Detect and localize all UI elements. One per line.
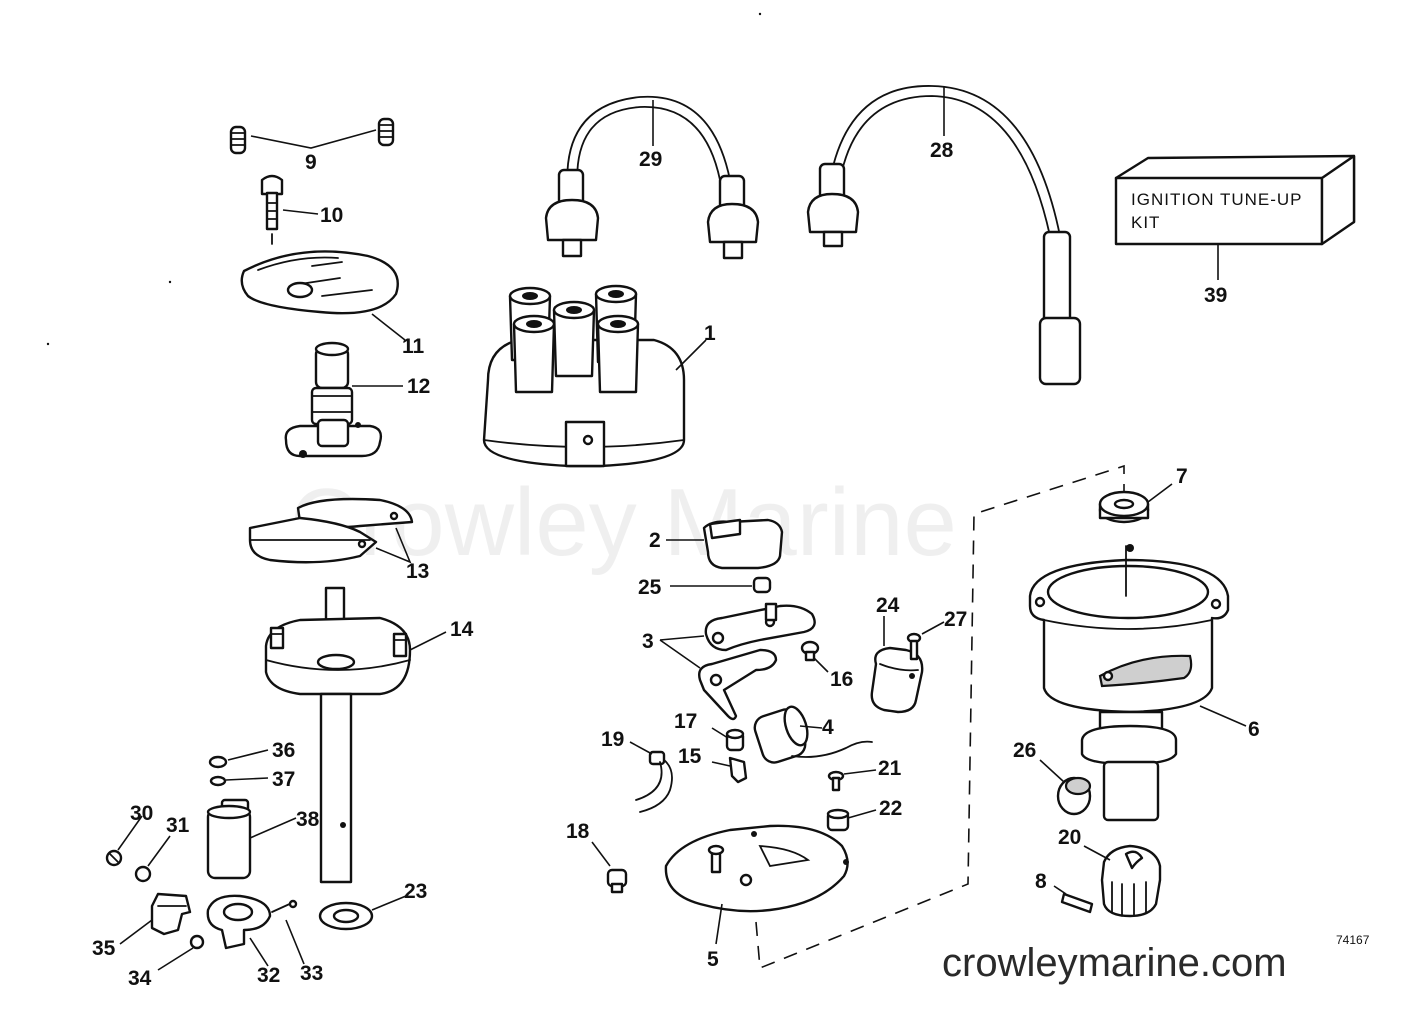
part-3-contact-points xyxy=(659,602,816,721)
callout-10: 10 xyxy=(320,204,343,227)
parts-30-31-screw-washer xyxy=(105,815,171,883)
part-35-bracket xyxy=(119,892,192,945)
callout-7: 7 xyxy=(1176,465,1188,488)
part-19-lead-wire xyxy=(629,741,673,813)
callout-1: 1 xyxy=(704,322,716,345)
callout-11: 11 xyxy=(402,335,425,358)
part-27-screw xyxy=(906,621,945,661)
kit-label-line1: IGNITION TUNE-UP xyxy=(1131,190,1303,209)
callout-38: 38 xyxy=(296,808,320,831)
callout-35: 35 xyxy=(92,937,116,960)
callout-31: 31 xyxy=(166,814,190,837)
part-25-felt xyxy=(670,576,772,594)
part-17-bushing xyxy=(711,727,745,752)
part-14-base-plate-shaft xyxy=(264,586,447,884)
part-8-pin xyxy=(1053,885,1094,914)
part-12-shaft-housing xyxy=(284,341,403,458)
speck xyxy=(46,342,50,346)
callout-27: 27 xyxy=(944,608,967,631)
callout-9: 9 xyxy=(305,151,317,174)
part-38-condenser xyxy=(206,798,297,880)
part-15-terminal xyxy=(711,756,748,784)
part-34-nut xyxy=(157,934,205,971)
part-39-tune-up-kit xyxy=(1114,154,1356,280)
callout-13: 13 xyxy=(406,560,429,583)
callout-39: 39 xyxy=(1204,284,1227,307)
part-24-clip xyxy=(870,616,924,714)
callout-36: 36 xyxy=(272,739,295,762)
part-11-plate xyxy=(240,250,406,341)
part-2-rotor xyxy=(666,518,784,570)
watermark-url: crowleymarine.com xyxy=(942,941,1287,985)
callout-33: 33 xyxy=(300,962,323,985)
part-9-springs xyxy=(229,117,395,155)
callout-20: 20 xyxy=(1058,826,1081,849)
callout-2: 2 xyxy=(649,529,661,552)
kit-label-line2: KIT xyxy=(1131,213,1160,232)
part-7-seal xyxy=(1098,483,1173,524)
callout-labels: 9 10 11 12 13 14 36 37 38 30 31 35 34 32… xyxy=(92,139,1260,990)
part-1-distributor-cap xyxy=(482,284,707,468)
callout-17: 17 xyxy=(674,710,697,733)
callout-6: 6 xyxy=(1248,718,1260,741)
callout-12: 12 xyxy=(407,375,430,398)
callout-29: 29 xyxy=(639,148,662,171)
part-13-weights xyxy=(248,497,414,564)
speck xyxy=(758,12,762,16)
callout-30: 30 xyxy=(130,802,153,825)
part-6-distributor-housing xyxy=(1028,544,1247,822)
callout-14: 14 xyxy=(450,618,474,641)
part-23-washer xyxy=(318,895,407,931)
part-5-breaker-plate xyxy=(664,824,849,945)
callout-34: 34 xyxy=(128,967,152,990)
callout-4: 4 xyxy=(822,716,834,739)
callout-19: 19 xyxy=(601,728,624,751)
part-33-pin xyxy=(271,899,305,965)
part-32-clamp xyxy=(206,894,272,967)
part-22-nut xyxy=(826,808,877,832)
part-26-bushing xyxy=(1039,759,1092,816)
speck xyxy=(168,280,172,284)
callout-23: 23 xyxy=(404,880,427,903)
parts-36-37-nut-washer xyxy=(208,749,269,787)
callout-15: 15 xyxy=(678,745,702,768)
part-28-long-lead xyxy=(806,85,1082,386)
part-20-drive-gear xyxy=(1083,844,1162,918)
part-21-screw xyxy=(827,769,877,792)
callout-26: 26 xyxy=(1013,739,1036,762)
part-16-screw xyxy=(800,640,829,673)
callout-24: 24 xyxy=(876,594,900,617)
callout-5: 5 xyxy=(707,948,719,971)
callout-25: 25 xyxy=(638,576,662,599)
part-29-short-lead xyxy=(544,95,760,260)
callout-8: 8 xyxy=(1035,870,1047,893)
callout-32: 32 xyxy=(257,964,280,987)
callout-18: 18 xyxy=(566,820,590,843)
callout-21: 21 xyxy=(878,757,902,780)
callout-16: 16 xyxy=(830,668,853,691)
callout-28: 28 xyxy=(930,139,954,162)
callout-22: 22 xyxy=(879,797,902,820)
drawing-code: 74167 xyxy=(1336,933,1370,947)
part-10-screw xyxy=(260,174,319,245)
part-18-screw xyxy=(591,841,628,894)
callout-3: 3 xyxy=(642,630,654,653)
part-4-condenser xyxy=(753,705,873,764)
callout-37: 37 xyxy=(272,768,295,791)
